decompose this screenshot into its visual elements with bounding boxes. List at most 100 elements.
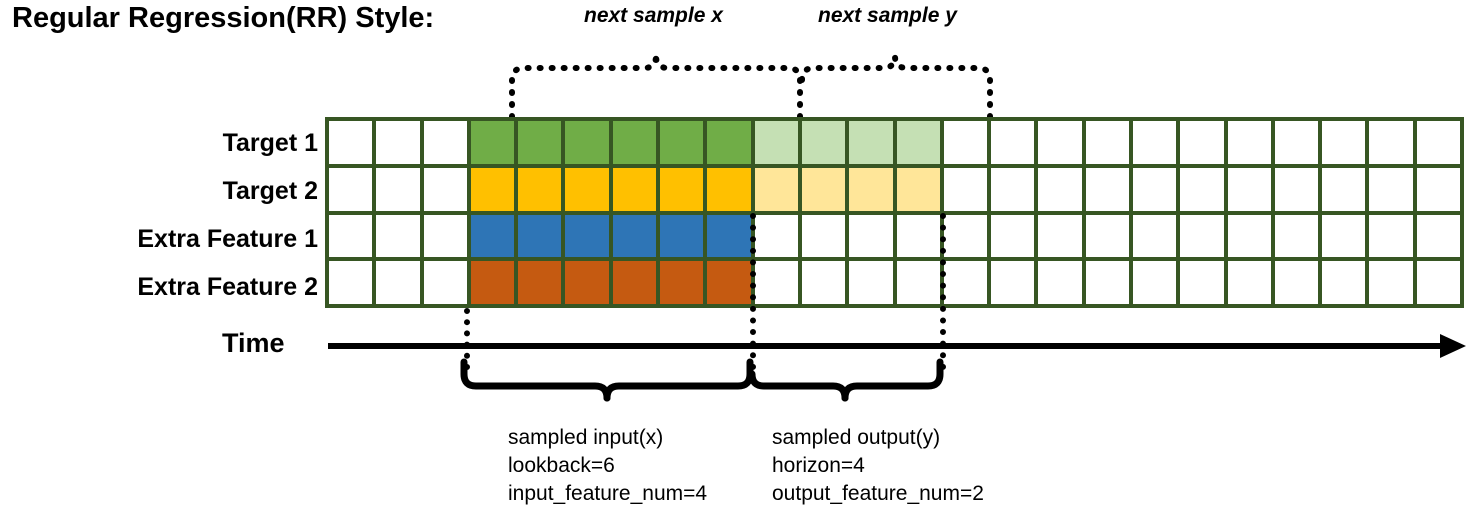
sampled-output-line-3: output_feature_num=2 — [772, 481, 984, 505]
grid-cell-r3-c15 — [991, 214, 1035, 258]
arrow-head-icon — [1440, 334, 1466, 358]
grid-cell-r1-c24 — [1416, 121, 1460, 164]
grid-cell-r1-c8 — [660, 121, 704, 164]
next-sample-x-label: next sample x — [584, 4, 723, 27]
page-title: Regular Regression(RR) Style: — [12, 2, 435, 34]
grid-cell-r1-c20 — [1227, 121, 1271, 164]
grid-cell-r3-c9 — [707, 214, 751, 258]
grid-cell-r3-c7 — [612, 214, 657, 258]
grid-cell-r2-c2 — [376, 167, 420, 211]
grid-cell-r3-c17 — [1085, 214, 1129, 258]
time-axis-arrow — [328, 334, 1466, 358]
grid-cell-r1-c2 — [376, 121, 420, 164]
grid-cell-r1-c17 — [1085, 121, 1129, 164]
grid-cell-r1-c23 — [1369, 121, 1413, 164]
grid-cell-r2-c3 — [423, 167, 467, 211]
grid-cell-r1-c14 — [943, 121, 988, 164]
grid-cell-r3-c18 — [1132, 214, 1177, 258]
grid-cell-r4-c20 — [1227, 261, 1271, 304]
grid-cell-r4-c10 — [754, 261, 798, 304]
grid-cell-r1-c15 — [991, 121, 1035, 164]
bottom-braces — [460, 358, 944, 402]
grid-cell-r4-c3 — [423, 261, 467, 304]
grid-cell-r3-c20 — [1227, 214, 1271, 258]
grid-cell-r4-c15 — [991, 261, 1035, 304]
grid-cell-r4-c24 — [1416, 261, 1460, 304]
grid-cell-r4-c19 — [1180, 261, 1224, 304]
grid-cell-r4-c7 — [612, 261, 657, 304]
grid-cell-r2-c1 — [329, 167, 373, 211]
grid-cell-r1-c13 — [896, 121, 940, 164]
grid-cell-r1-c7 — [612, 121, 657, 164]
grid-cell-r1-c12 — [849, 121, 893, 164]
grid-cell-r3-c19 — [1180, 214, 1224, 258]
grid-cell-r4-c2 — [376, 261, 420, 304]
grid-cell-r1-c4 — [470, 121, 515, 164]
input-start-guide — [464, 308, 470, 370]
grid-cell-r2-c22 — [1322, 167, 1366, 211]
grid-cell-r4-c21 — [1274, 261, 1319, 304]
time-axis-label: Time — [222, 328, 285, 358]
grid-cell-r3-c16 — [1038, 214, 1082, 258]
grid-cell-r1-c1 — [329, 121, 373, 164]
grid-cell-r1-c21 — [1274, 121, 1319, 164]
row-label-target-1: Target 1 — [222, 129, 318, 157]
grid-cell-r2-c4 — [470, 167, 515, 211]
grid-cell-r1-c5 — [518, 121, 562, 164]
input-end-guide — [750, 213, 756, 370]
grid-cell-r2-c15 — [991, 167, 1035, 211]
grid-cell-r2-c12 — [849, 167, 893, 211]
sampled-output-annotation: sampled output(y) horizon=4 output_featu… — [772, 424, 984, 508]
grid-cell-r2-c19 — [1180, 167, 1224, 211]
grid-cell-r4-c6 — [565, 261, 609, 304]
grid-cell-r2-c20 — [1227, 167, 1271, 211]
grid-cell-r2-c5 — [518, 167, 562, 211]
sampled-input-line-1: sampled input(x) — [508, 426, 664, 449]
output-end-guide — [940, 213, 946, 370]
grid-cell-r4-c17 — [1085, 261, 1129, 304]
grid-cell-r4-c8 — [660, 261, 704, 304]
grid-cell-r4-c22 — [1322, 261, 1366, 304]
grid-cell-r3-c2 — [376, 214, 420, 258]
sampled-input-annotation: sampled input(x) lookback=6 input_featur… — [508, 424, 707, 508]
grid-cell-r3-c22 — [1322, 214, 1366, 258]
grid-cell-r2-c11 — [801, 167, 846, 211]
grid-cell-r2-c6 — [565, 167, 609, 211]
grid-cell-r2-c8 — [660, 167, 704, 211]
grid-cell-r2-c13 — [896, 167, 940, 211]
grid-cell-r2-c10 — [754, 167, 798, 211]
grid-cell-r2-c24 — [1416, 167, 1460, 211]
grid-cell-r1-c3 — [423, 121, 467, 164]
grid-cell-r4-c16 — [1038, 261, 1082, 304]
grid-cell-r1-c11 — [801, 121, 846, 164]
grid-cell-r2-c9 — [707, 167, 751, 211]
row-label-extra-feature-1: Extra Feature 1 — [137, 225, 318, 253]
grid-cell-r3-c4 — [470, 214, 515, 258]
grid-cell-r4-c5 — [518, 261, 562, 304]
grid-cell-r4-c14 — [943, 261, 988, 304]
grid-cell-r1-c22 — [1322, 121, 1366, 164]
grid-cell-r1-c6 — [565, 121, 609, 164]
grid-cell-r3-c23 — [1369, 214, 1413, 258]
grid-cell-r2-c17 — [1085, 167, 1129, 211]
sampled-input-line-3: input_feature_num=4 — [508, 481, 708, 505]
grid-cell-r4-c4 — [470, 261, 515, 304]
grid-cell-r2-c16 — [1038, 167, 1082, 211]
grid-cell-r3-c14 — [943, 214, 988, 258]
grid-cell-r3-c24 — [1416, 214, 1460, 258]
grid-cell-r1-c10 — [754, 121, 798, 164]
grid-cell-r4-c23 — [1369, 261, 1413, 304]
grid-cell-r1-c19 — [1180, 121, 1224, 164]
grid-cell-r3-c5 — [518, 214, 562, 258]
grid-cell-r3-c8 — [660, 214, 704, 258]
grid-cell-r3-c13 — [896, 214, 940, 258]
grid-cell-r2-c7 — [612, 167, 657, 211]
grid-cell-r3-c12 — [849, 214, 893, 258]
grid-cell-r1-c18 — [1132, 121, 1177, 164]
grid-cell-r2-c23 — [1369, 167, 1413, 211]
grid-cell-r4-c12 — [849, 261, 893, 304]
next-sample-y-label: next sample y — [818, 4, 957, 27]
grid-cell-r4-c1 — [329, 261, 373, 304]
grid-cell-r3-c21 — [1274, 214, 1319, 258]
grid-cell-r3-c11 — [801, 214, 846, 258]
